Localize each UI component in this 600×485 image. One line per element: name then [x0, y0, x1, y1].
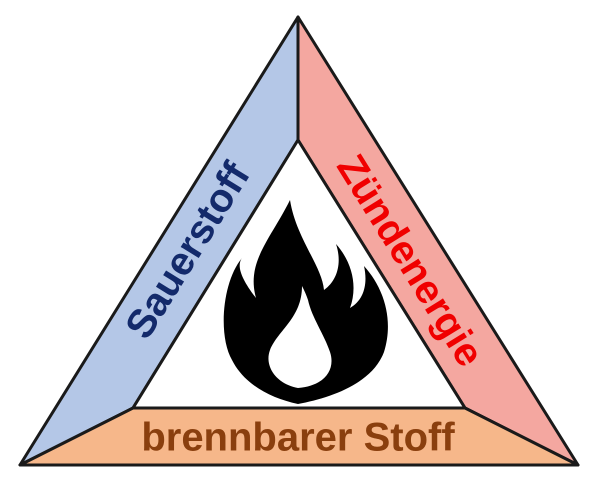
- flame-icon: [223, 200, 388, 404]
- fuel-label: brennbarer Stoff: [141, 416, 455, 460]
